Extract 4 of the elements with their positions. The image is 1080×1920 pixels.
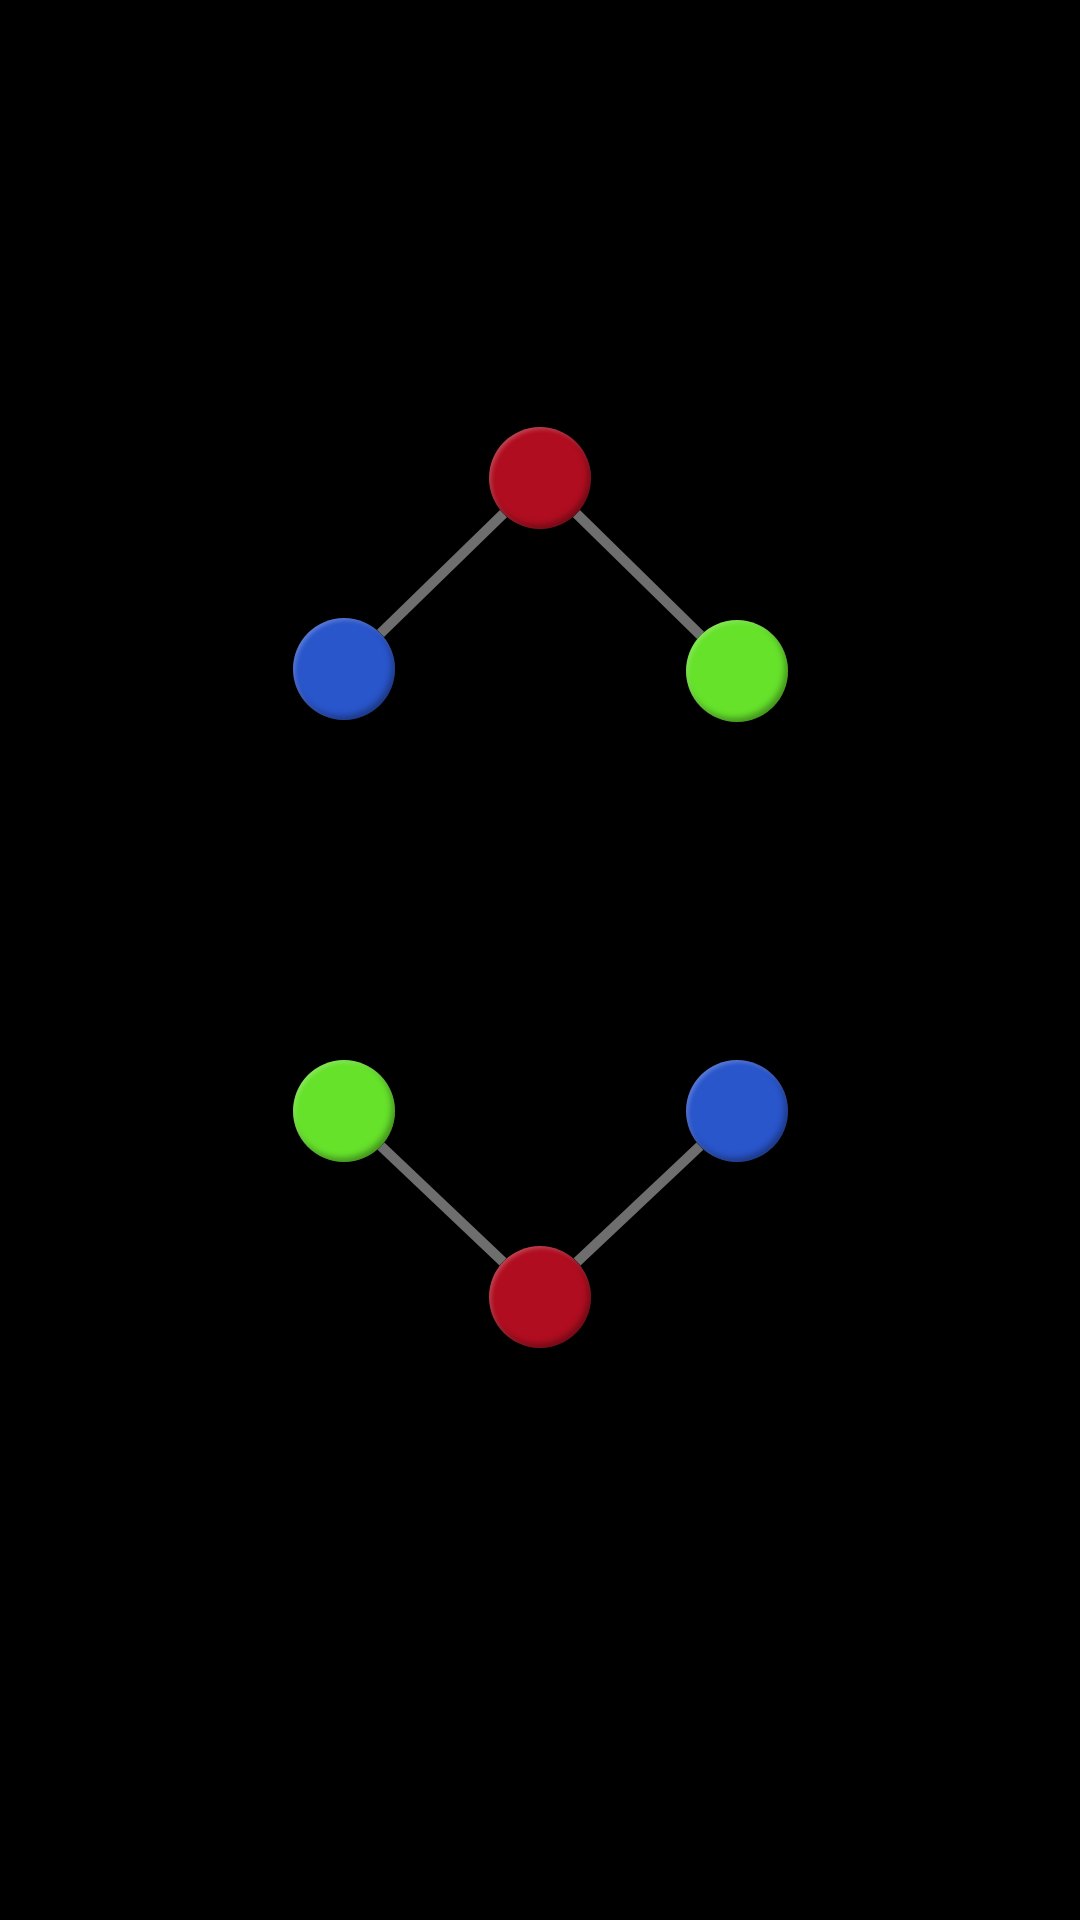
connector-line — [377, 1142, 507, 1266]
connector-line — [572, 510, 705, 639]
connector-line — [573, 1142, 704, 1266]
connector-line — [377, 510, 507, 637]
